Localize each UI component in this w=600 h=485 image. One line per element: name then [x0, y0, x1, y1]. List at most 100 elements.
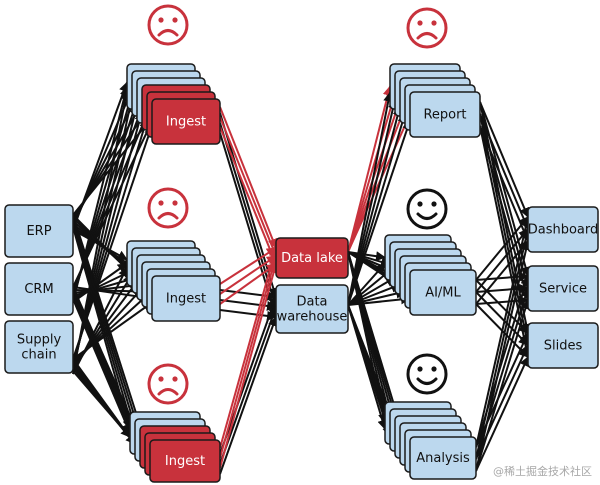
warehouse-to-processing-arrow — [347, 283, 401, 306]
output-dashboard-box: Dashboard — [527, 206, 599, 253]
connection-arrows — [72, 81, 532, 475]
warehouse-to-processing-arrow — [347, 276, 396, 306]
ingest-to-warehouse-arrow — [219, 309, 277, 321]
source-crm-box-shape — [4, 262, 74, 316]
processing-to-output-arrow — [475, 287, 531, 460]
sad-face-icon — [147, 4, 189, 46]
store-data-lake-box-shape — [275, 237, 349, 279]
analysis-box-shape — [409, 436, 477, 480]
ingest-to-warehouse-arrow — [219, 122, 279, 308]
ingest-to-warehouse-arrow — [219, 316, 278, 475]
warehouse-to-processing-arrow — [347, 105, 403, 306]
source-crm-box-label: CRM — [24, 282, 53, 297]
ingest-top-box-label: Ingest — [166, 115, 206, 130]
ingest-top-box-shape — [151, 98, 221, 145]
warehouse-to-processing-arrow — [347, 91, 394, 306]
ingest-to-data-lake-arrow — [219, 116, 278, 257]
report-box-label: Report — [423, 108, 466, 123]
ingest-bottom-box-shape — [149, 439, 221, 483]
processing-to-output-arrow — [475, 299, 531, 472]
output-dashboard-box-shape — [527, 206, 599, 253]
warehouse-to-processing-arrow — [347, 98, 398, 306]
processing-to-output-arrow — [475, 356, 529, 472]
sad-face-icon — [147, 363, 189, 405]
warehouse-to-processing-arrow — [347, 119, 412, 306]
data-lake-to-processing-arrow — [347, 251, 391, 267]
ingest-to-data-lake-arrow — [219, 263, 279, 469]
source-to-ingest-arrow — [72, 85, 130, 303]
processing-to-output-arrow — [479, 125, 532, 358]
sad-face-icon — [147, 187, 189, 229]
ai-ml-box-shape — [409, 269, 477, 316]
processing-to-output-arrow — [475, 291, 529, 346]
source-to-ingest-arrow — [72, 81, 129, 231]
warehouse-to-processing-arrow — [347, 288, 406, 306]
ingest-middle-box: Ingest — [151, 275, 221, 322]
processing-to-output-arrow — [475, 283, 529, 294]
happy-face-icon — [406, 353, 448, 395]
report-box-shape — [409, 91, 481, 138]
ingest-middle-box-label: Ingest — [166, 292, 206, 307]
ingest-to-data-lake-arrow — [219, 126, 278, 265]
ingest-top-box: Ingest — [151, 98, 221, 145]
store-data-lake-box-label: Data lake — [281, 251, 343, 266]
ingest-bottom-box-label: Ingest — [165, 454, 205, 469]
source-supply-chain-box-label: chain — [21, 348, 56, 363]
processing-to-output-arrow — [475, 344, 529, 460]
output-service-box-label: Service — [539, 282, 587, 297]
data-lake-to-processing-arrow — [347, 251, 388, 424]
data-lake-to-processing-arrow — [347, 92, 398, 253]
processing-to-output-arrow — [475, 295, 529, 306]
source-crm-box: CRM — [4, 262, 74, 316]
ingest-bottom-box: Ingest — [149, 439, 221, 483]
processing-to-output-arrow — [479, 101, 532, 334]
ingest-to-data-lake-arrow — [219, 247, 277, 285]
ingest-to-data-lake-arrow — [219, 263, 277, 305]
warehouse-to-processing-arrow — [347, 304, 388, 430]
ingest-to-data-lake-arrow — [219, 255, 277, 295]
happy-face-icon — [406, 188, 448, 230]
processing-to-output-arrow — [475, 332, 529, 448]
processing-to-output-arrow — [475, 216, 529, 281]
output-slides-box: Slides — [527, 322, 599, 369]
data-lake-to-processing-arrow — [347, 85, 393, 253]
source-to-ingest-arrow — [72, 266, 128, 375]
processing-to-output-arrow — [475, 228, 529, 293]
output-slides-box-label: Slides — [544, 339, 583, 354]
output-service-box: Service — [527, 265, 599, 312]
warehouse-to-processing-arrow — [347, 262, 386, 306]
store-data-warehouse-box-label: warehouse — [277, 310, 348, 325]
report-box: Report — [409, 91, 481, 138]
source-to-ingest-arrow — [72, 262, 128, 303]
ingest-to-warehouse-arrow — [219, 306, 278, 465]
output-service-box-shape — [527, 265, 599, 312]
ai-ml-box: AI/ML — [409, 269, 477, 316]
store-data-warehouse-box-shape — [275, 284, 349, 334]
output-slides-box-shape — [527, 322, 599, 369]
source-supply-chain-box-shape — [4, 320, 74, 374]
ingest-to-data-lake-arrow — [219, 255, 279, 459]
source-to-ingest-arrow — [72, 89, 131, 375]
source-erp-box: ERP — [4, 204, 74, 258]
ingest-middle-box-shape — [151, 275, 221, 322]
output-dashboard-box-label: Dashboard — [528, 223, 599, 238]
ingest-to-warehouse-arrow — [219, 299, 277, 311]
diagram-nodes: ERPCRMSupplychainIngestIngestIngestData … — [4, 4, 599, 483]
processing-to-output-arrow — [479, 101, 530, 218]
ingest-to-data-lake-arrow — [219, 247, 279, 449]
data-lake-to-processing-arrow — [347, 251, 386, 262]
sad-face-icon — [406, 7, 448, 49]
store-data-lake-box: Data lake — [275, 237, 349, 279]
ingest-to-data-lake-arrow — [219, 106, 278, 249]
processing-to-output-arrow — [475, 216, 531, 448]
analysis-box: Analysis — [409, 436, 477, 480]
processing-to-output-arrow — [479, 113, 532, 346]
source-supply-chain-box-label: Supply — [17, 333, 62, 348]
processing-to-output-arrow — [475, 279, 529, 334]
analysis-box-label: Analysis — [416, 451, 470, 466]
store-data-warehouse-box-label: Data — [296, 295, 327, 310]
source-erp-box-shape — [4, 204, 74, 258]
